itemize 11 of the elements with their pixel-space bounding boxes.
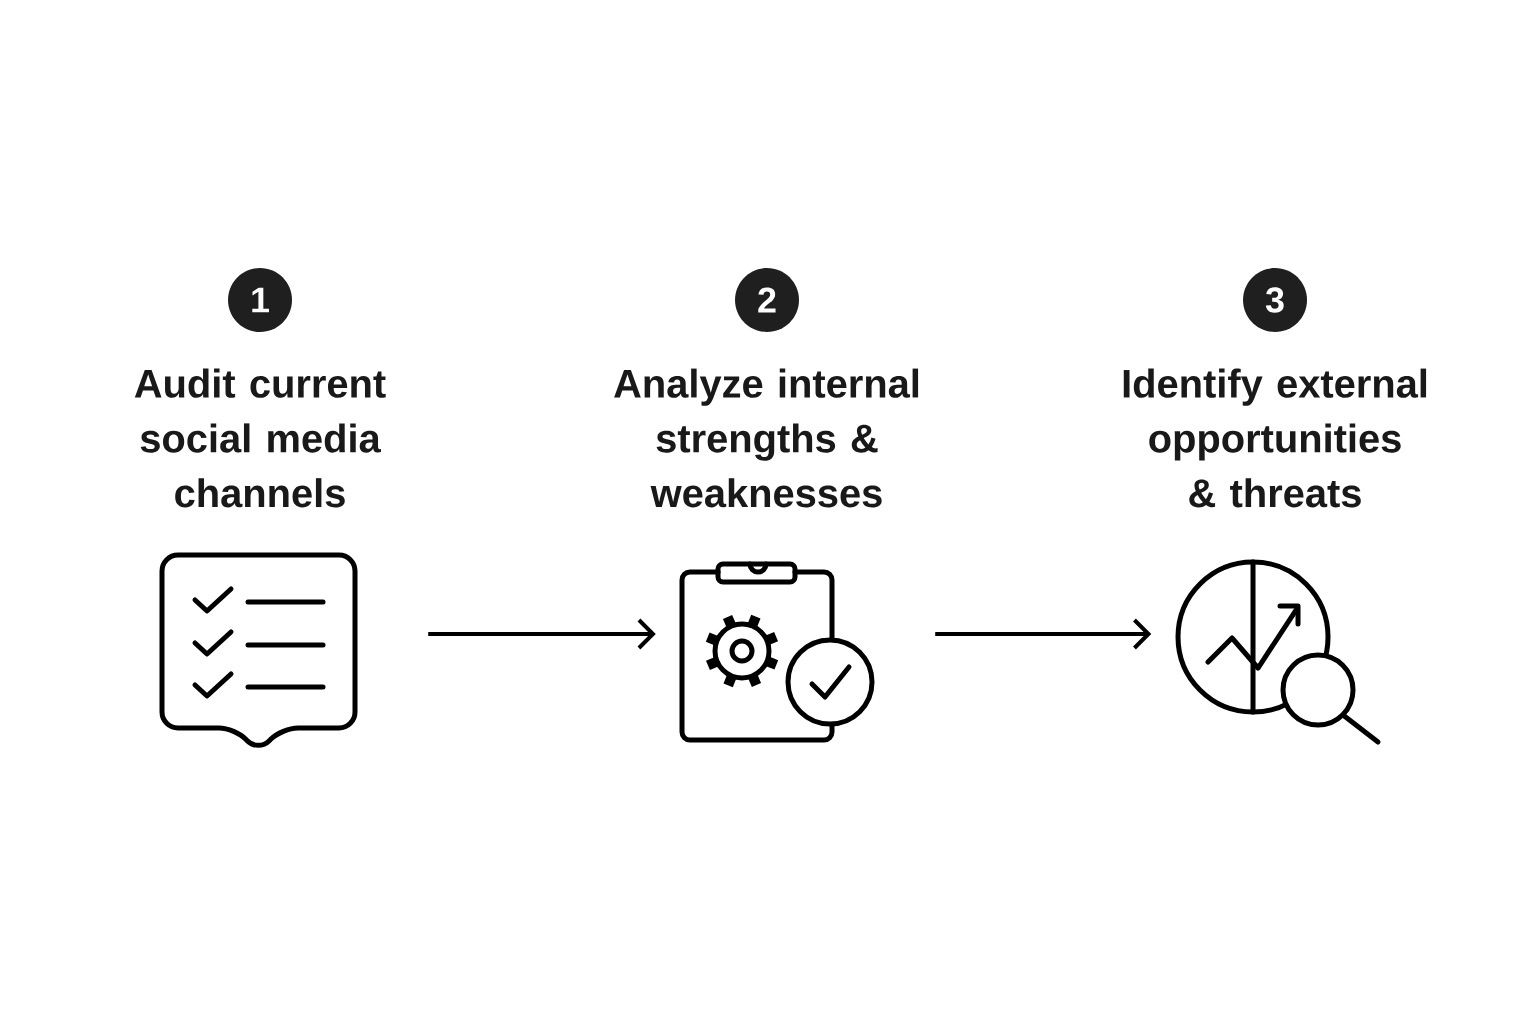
number-badge: 2: [735, 268, 799, 332]
step-heading: Analyze internal strengths & weaknesses: [614, 368, 919, 508]
arrow: [428, 618, 656, 650]
number-badge: 1: [228, 268, 292, 332]
step-heading: Identify external opportunities & threats: [1123, 368, 1427, 508]
step-heading: Audit current social media channels: [134, 368, 386, 508]
checklist-icon: [159, 552, 358, 748]
arrow: [935, 618, 1152, 650]
clipboard-icon: [679, 561, 875, 743]
number-badge: 3: [1243, 268, 1307, 332]
chart-search-icon: [1175, 559, 1381, 745]
